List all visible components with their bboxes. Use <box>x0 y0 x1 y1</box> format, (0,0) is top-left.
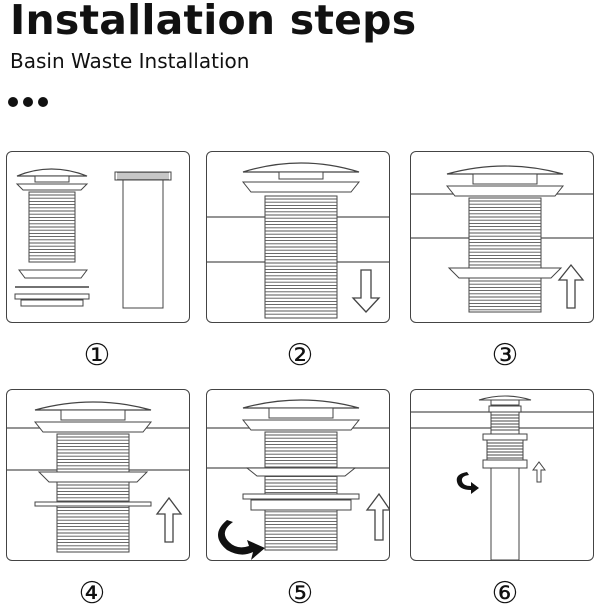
page-title: Installation steps <box>10 0 417 44</box>
insert-drain-illustration <box>207 162 389 319</box>
rotate-arrow-icon <box>456 472 479 494</box>
step-4-number: ④ <box>78 576 106 611</box>
step-5-number: ⑤ <box>286 576 314 611</box>
step-6-panel <box>410 389 594 561</box>
step-2-panel <box>206 151 390 323</box>
step-3-panel <box>410 151 594 323</box>
washer-up-illustration <box>411 165 593 313</box>
down-arrow-icon <box>351 269 381 313</box>
step-2-number: ② <box>286 338 314 373</box>
waste-parts-illustration <box>14 168 172 309</box>
step-1-panel <box>6 151 190 323</box>
rotate-arrow-icon <box>218 520 265 560</box>
step-1-number: ① <box>83 338 111 373</box>
step-6-number: ⑥ <box>491 576 519 611</box>
up-arrow-icon <box>532 461 546 483</box>
step-4-panel <box>6 389 190 561</box>
tighten-nut-illustration <box>207 399 389 560</box>
page-subtitle: Basin Waste Installation <box>10 49 250 73</box>
up-arrow-icon <box>365 492 389 541</box>
nut-up-illustration <box>7 401 189 553</box>
up-arrow-icon <box>557 263 585 309</box>
step-3-number: ③ <box>491 338 519 373</box>
tailpiece-install-illustration <box>411 395 593 560</box>
step-5-panel <box>206 389 390 561</box>
up-arrow-icon <box>155 496 183 543</box>
ellipsis-icon <box>8 97 48 107</box>
